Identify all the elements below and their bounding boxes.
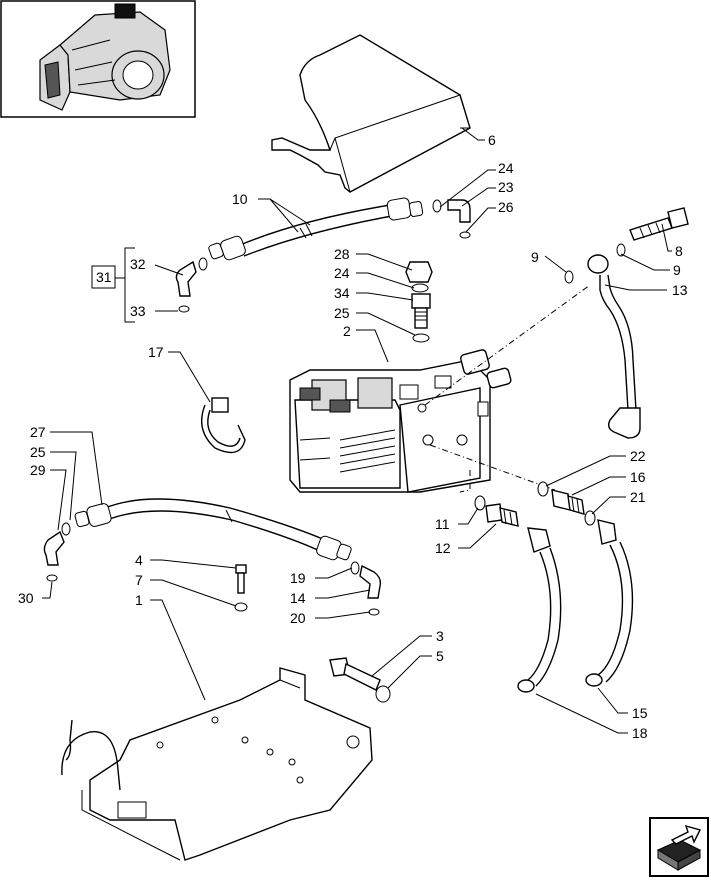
bolt-4 — [235, 564, 247, 594]
callout-13: 13 — [672, 282, 688, 298]
callout-17: 17 — [148, 344, 164, 360]
callout-27: 27 — [30, 424, 46, 440]
mounting-plate — [61, 667, 373, 861]
washer-7 — [234, 602, 248, 612]
adapter-16 — [551, 489, 585, 515]
callout-20: 20 — [290, 610, 306, 626]
control-valve-block — [289, 349, 512, 493]
washer-9-left — [564, 270, 574, 284]
callout-23: 23 — [498, 179, 514, 195]
elbow-fitting-lower-left — [43, 522, 71, 582]
callout-33: 33 — [130, 303, 146, 319]
callout-9-left: 9 — [531, 249, 539, 265]
centerline-down — [459, 470, 471, 493]
callout-14: 14 — [290, 590, 306, 606]
cover-plate — [271, 34, 471, 193]
adapter-12 — [485, 503, 519, 527]
elbow-fitting-lower-right — [350, 561, 382, 616]
plug-stack — [405, 261, 433, 343]
callout-labels: 6 24 23 26 10 8 9 9 13 28 24 34 25 2 32 … — [18, 132, 688, 741]
callout-24-top: 24 — [498, 160, 514, 176]
lower-hose — [74, 498, 352, 561]
upper-hose — [208, 197, 424, 261]
callout-11: 11 — [435, 516, 450, 532]
hose-15 — [585, 519, 634, 687]
centerline-lower — [429, 444, 556, 491]
callout-3: 3 — [436, 628, 444, 644]
callout-8: 8 — [675, 243, 683, 259]
callout-22: 22 — [630, 448, 646, 464]
callout-29: 29 — [30, 462, 46, 478]
callout-10: 10 — [232, 191, 248, 207]
callout-1: 1 — [135, 592, 143, 608]
callout-25-left: 25 — [30, 444, 46, 460]
callout-31: 31 — [96, 269, 112, 285]
callout-21: 21 — [630, 489, 646, 505]
washer-5 — [375, 685, 391, 703]
callout-7: 7 — [135, 572, 143, 588]
transmission-thumbnail[interactable] — [0, 0, 196, 118]
callout-32: 32 — [130, 256, 146, 272]
hose-clamp — [201, 397, 246, 454]
callout-16: 16 — [630, 469, 646, 485]
callout-26: 26 — [498, 199, 514, 215]
callout-28: 28 — [334, 246, 350, 262]
callout-30: 30 — [18, 590, 34, 606]
callout-6: 6 — [488, 132, 496, 148]
o-ring-22 — [537, 481, 549, 497]
callout-9-right: 9 — [673, 262, 681, 278]
washer-9-right — [616, 243, 626, 257]
o-ring-21 — [584, 510, 596, 526]
callout-19: 19 — [290, 570, 306, 586]
elbow-fitting-left — [175, 257, 208, 313]
callout-25-mid: 25 — [334, 305, 350, 321]
banjo-bolt — [629, 207, 689, 241]
steel-pipe-13 — [587, 254, 641, 439]
callout-34: 34 — [334, 285, 350, 301]
centerline-upper — [424, 284, 591, 406]
callout-18: 18 — [632, 725, 648, 741]
elbow-fitting-top — [432, 199, 471, 239]
callout-4: 4 — [135, 552, 143, 568]
callout-12: 12 — [435, 540, 451, 556]
leader-lines — [42, 127, 672, 734]
callout-2: 2 — [343, 323, 351, 339]
callout-box-31 — [91, 265, 116, 289]
bolt-3 — [329, 657, 381, 691]
callout-5: 5 — [436, 648, 444, 664]
callout-15: 15 — [632, 705, 648, 721]
hose-18 — [517, 527, 562, 693]
next-page-arrow-icon[interactable] — [649, 817, 709, 877]
o-ring-11 — [474, 495, 486, 511]
callout-24-mid: 24 — [334, 265, 350, 281]
bracket-31 — [115, 247, 135, 323]
